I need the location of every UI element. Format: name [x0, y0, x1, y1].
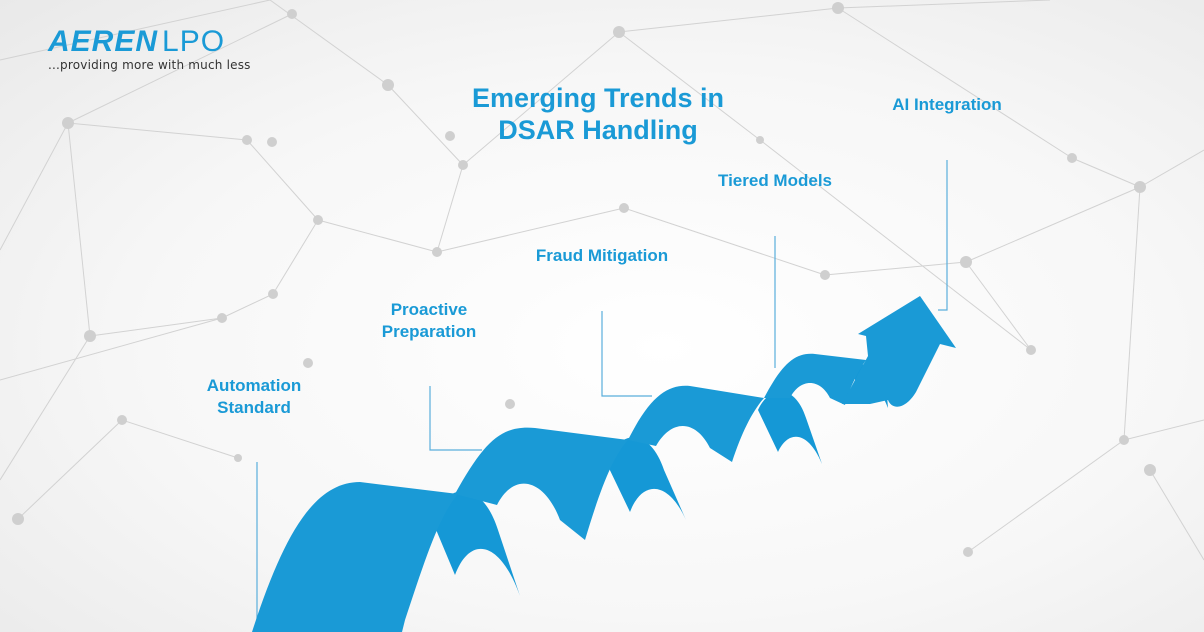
ribbon-back-segment-3	[758, 391, 822, 464]
step-2-label-line-2: Preparation	[381, 322, 477, 341]
ribbon-back-segment-1	[432, 491, 520, 596]
ribbon-back-segment-2	[606, 437, 686, 520]
step-label-automation-standard: Automation Standard	[184, 375, 324, 419]
connector-line-ai	[938, 160, 948, 311]
connector-line-fraud	[601, 311, 652, 397]
logo-brand-text: AEREN	[48, 25, 159, 58]
title-line-1: Emerging Trends in	[471, 83, 725, 113]
step-label-ai-integration: AI Integration	[872, 94, 1022, 116]
step-4-label-line-1: Tiered Models	[718, 171, 832, 190]
logo-tagline: ...providing more with much less	[48, 58, 251, 72]
ribbon-front-segment-1	[252, 482, 458, 632]
step-1-label-line-1: Automation	[206, 376, 302, 395]
title-line-2: DSAR Handling	[498, 115, 698, 145]
ribbon-front-segment-3	[628, 385, 764, 462]
ribbon-front-segment-4	[764, 353, 866, 405]
step-5-label-line-1: AI Integration	[892, 95, 1002, 114]
logo-suffix-text: LPO	[162, 25, 226, 58]
step-label-tiered-models: Tiered Models	[700, 170, 850, 192]
diagram-title: Emerging Trends in DSAR Handling	[440, 82, 756, 146]
connector-line-proactive	[429, 386, 482, 451]
step-1-label-line-2: Standard	[217, 398, 291, 417]
step-label-proactive-preparation: Proactive Preparation	[359, 299, 499, 343]
step-label-fraud-mitigation: Fraud Mitigation	[512, 245, 692, 267]
step-2-label-line-1: Proactive	[390, 300, 468, 319]
ribbon-arrow-tip	[842, 296, 956, 407]
step-3-label-line-1: Fraud Mitigation	[535, 246, 669, 265]
ribbon-front-segment-2	[455, 427, 628, 540]
